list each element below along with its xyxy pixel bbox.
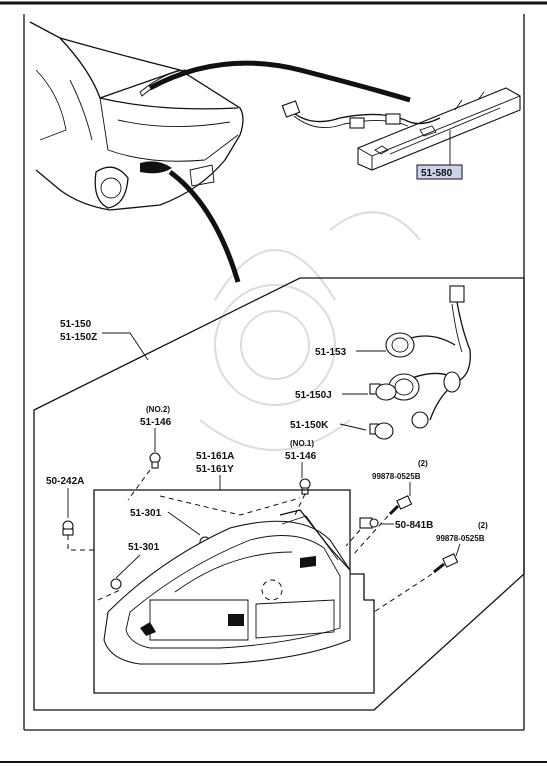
- watermark-emblem: [199, 211, 421, 451]
- lamp-top-dashes: [159, 495, 301, 516]
- leader-51-150K: [339, 423, 367, 431]
- nut-right-axis: [345, 529, 361, 547]
- leader-to-high-mount: [148, 60, 411, 103]
- screw-no1-axis: [294, 493, 306, 516]
- screw-no1-callout[interactable]: 51-146: [285, 451, 317, 462]
- gasket-lower: [110, 578, 122, 590]
- screw-no2-callout[interactable]: 51-146: [140, 417, 172, 428]
- bolt-lower-axis: [373, 573, 433, 613]
- bolt-lower-qty: (2): [478, 521, 488, 530]
- bolt-upper-qty: (2): [418, 459, 428, 468]
- lens-subframe: [93, 489, 375, 694]
- nut-left-callout[interactable]: 50-242A: [46, 476, 84, 487]
- leader-to-rear-lamp: [168, 169, 241, 283]
- rear-lamp-callout[interactable]: 51-150: [60, 319, 92, 330]
- gasket-lower-callout[interactable]: 51-301: [128, 542, 160, 553]
- screw-no2: [149, 452, 161, 469]
- nut-left-axis: [67, 535, 96, 551]
- bulb-j: [369, 383, 397, 401]
- screw-no1-note: (NO.1): [290, 439, 314, 448]
- high-mount-lamp-callout[interactable]: 51-580: [421, 168, 453, 179]
- leader-gasket-upper: [167, 511, 201, 536]
- leader-bolt-lower: [455, 543, 461, 557]
- lens-alt-callout[interactable]: 51-161Y: [196, 464, 234, 475]
- socket-wiring-assembly: [385, 285, 471, 429]
- nut-right: [359, 517, 379, 529]
- nut-right-callout[interactable]: 50-841B: [395, 520, 433, 531]
- gasket-upper-callout[interactable]: 51-301: [130, 508, 162, 519]
- bolt-lower: [433, 553, 459, 574]
- high-mount-lamp-assembly: [281, 87, 521, 171]
- bolt-lower-callout[interactable]: 99878-0525B: [436, 534, 485, 543]
- car-illustration: [29, 21, 244, 211]
- screw-no1: [299, 478, 311, 495]
- lamp-left-dashes: [97, 589, 121, 601]
- bolt-upper-callout[interactable]: 99878-0525B: [372, 472, 421, 481]
- lens-callout[interactable]: 51-161A: [196, 451, 234, 462]
- inset-frame: [33, 277, 525, 711]
- rear-combination-lamp: [103, 509, 351, 665]
- bulb-k-callout[interactable]: 51-150K: [290, 420, 329, 431]
- tail-lamp-location: [140, 161, 172, 174]
- bolt-upper: [388, 495, 413, 516]
- high-mount-lamp-callout-box[interactable]: [416, 164, 463, 180]
- leader-51-150: [102, 332, 149, 361]
- bulb-k: [369, 422, 394, 440]
- screw-no2-axis: [127, 469, 151, 501]
- screw-no2-note: (NO.2): [146, 405, 170, 414]
- rear-lamp-alt-callout[interactable]: 51-150Z: [60, 332, 97, 343]
- nut-left: [62, 520, 74, 536]
- leader-gasket-lower: [115, 554, 141, 579]
- socket-wiring-callout[interactable]: 51-153: [315, 347, 347, 358]
- bulb-j-callout[interactable]: 51-150J: [295, 390, 332, 401]
